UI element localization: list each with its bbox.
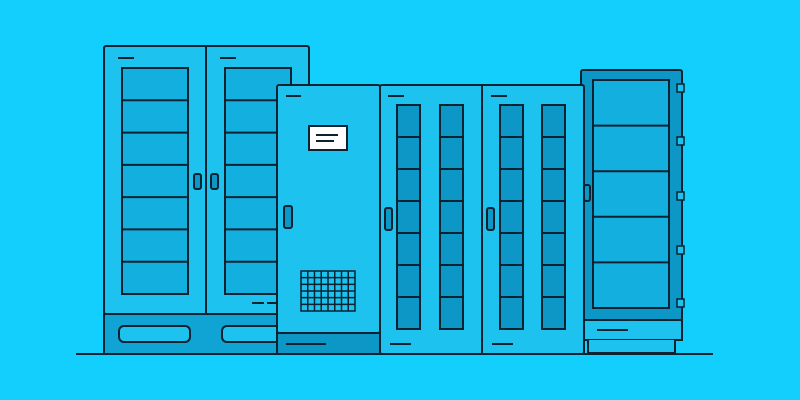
hinge-icon — [676, 191, 685, 201]
cabinet-4-feet — [587, 340, 676, 354]
module-column — [439, 104, 464, 330]
cabinet-4-base — [580, 319, 683, 341]
module-column — [499, 104, 524, 330]
shelf-panel — [541, 104, 566, 330]
shelf-panel — [396, 104, 421, 330]
hinge-icon — [676, 83, 685, 93]
shelf-panel — [121, 67, 189, 295]
door-handle-icon — [283, 205, 293, 229]
door-handle-icon — [583, 184, 591, 202]
twin-door-module-cabinet — [379, 84, 591, 355]
cabinet-4-shelf-column — [592, 79, 670, 309]
hinge-icon — [676, 298, 685, 308]
single-door-rack-cabinet — [580, 69, 685, 354]
door-handle-icon — [486, 207, 495, 231]
control-cabinet — [276, 84, 381, 355]
label-plate-icon — [308, 125, 348, 151]
vent-grille-icon — [300, 270, 356, 312]
shelf-panel — [439, 104, 464, 330]
shelf-panel — [592, 79, 670, 309]
door-handle-icon — [384, 207, 393, 231]
module-column — [541, 104, 566, 330]
door-handle-icon — [193, 173, 202, 190]
door-handle-icon — [210, 173, 219, 190]
shelf-panel — [499, 104, 524, 330]
module-column — [396, 104, 421, 330]
hinge-icon — [676, 245, 685, 255]
plinth-slot — [118, 325, 191, 343]
hinge-icon — [676, 136, 685, 146]
cabinet-1-left-shelf-column — [121, 67, 189, 295]
